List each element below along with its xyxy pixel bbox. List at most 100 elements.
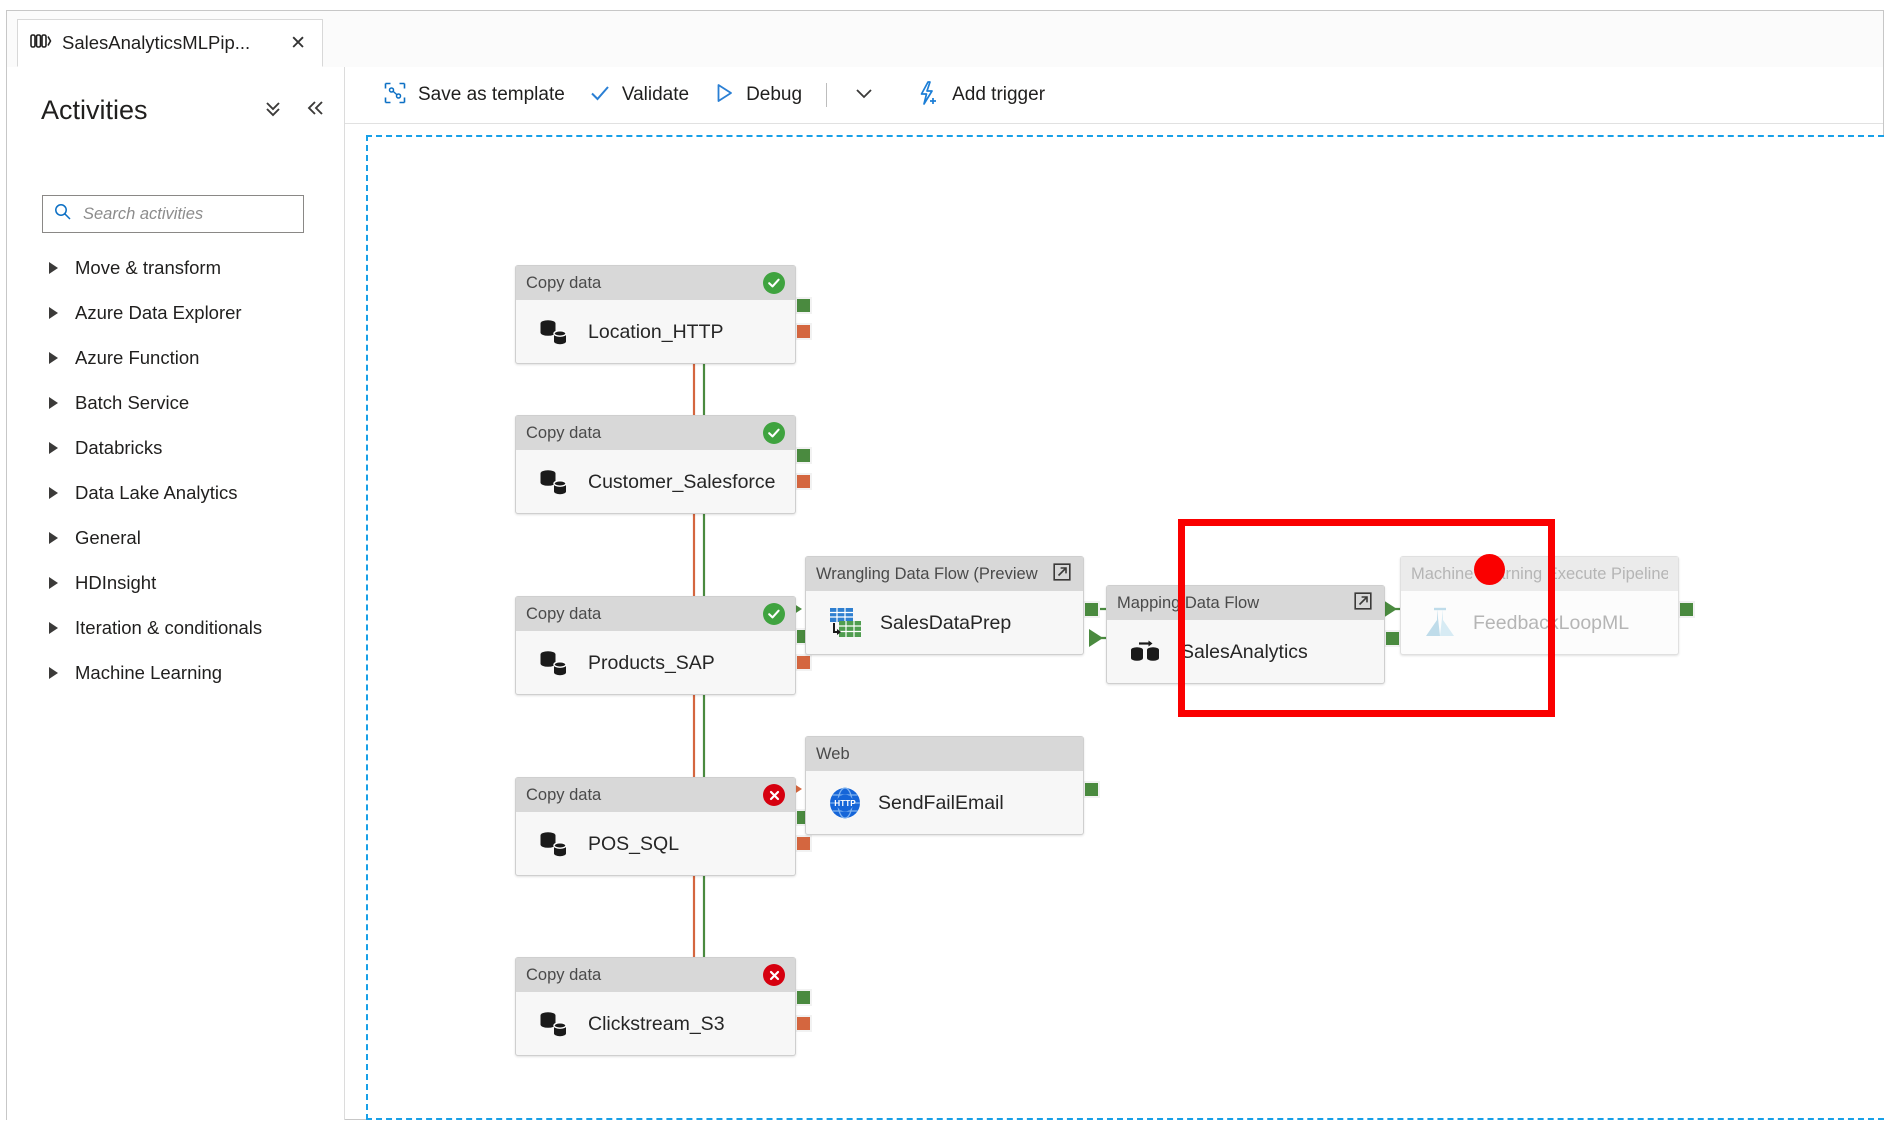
node-type-label: Mapping Data Flow bbox=[1117, 593, 1260, 612]
tab-pipeline[interactable]: SalesAnalyticsMLPip... ✕ bbox=[17, 19, 323, 67]
sidebar-item-data-lake-analytics[interactable]: Data Lake Analytics bbox=[7, 470, 345, 515]
save-as-template-icon bbox=[383, 81, 407, 110]
node-port-red-location-http[interactable] bbox=[795, 323, 812, 340]
play-triangle-icon bbox=[713, 82, 735, 109]
search-input[interactable] bbox=[81, 203, 293, 225]
close-icon[interactable]: ✕ bbox=[290, 32, 306, 54]
debug-dropdown-button[interactable] bbox=[839, 76, 889, 115]
sidebar-item-machine-learning[interactable]: Machine Learning bbox=[7, 650, 345, 695]
node-header: Copy data bbox=[516, 416, 795, 450]
double-chevron-down-icon[interactable] bbox=[262, 97, 284, 124]
sidebar-item-label: Batch Service bbox=[75, 391, 190, 413]
validate-button[interactable]: Validate bbox=[577, 76, 701, 115]
node-port-green-send-fail-email[interactable] bbox=[1083, 781, 1100, 798]
search-input-wrapper[interactable] bbox=[42, 195, 304, 233]
node-name-label: SalesDataPrep bbox=[880, 611, 1012, 634]
sidebar-item-label: Azure Function bbox=[75, 346, 200, 368]
node-type-label: Copy data bbox=[526, 604, 602, 623]
node-port-green-location-http[interactable] bbox=[795, 297, 812, 314]
debug-label: Debug bbox=[746, 84, 803, 105]
sidebar-item-databricks[interactable]: Databricks bbox=[7, 425, 345, 470]
node-body: Location_HTTP bbox=[516, 300, 795, 364]
chevron-right-icon bbox=[49, 486, 58, 499]
tab-strip: SalesAnalyticsMLPip... ✕ bbox=[7, 11, 1883, 68]
node-port-red-customer-salesforce[interactable] bbox=[795, 473, 812, 490]
node-name-label: Clickstream_S3 bbox=[588, 1012, 725, 1035]
node-name-label: SendFailEmail bbox=[878, 791, 1004, 814]
node-port-green-clickstream-s3[interactable] bbox=[795, 989, 812, 1006]
red-x-badge bbox=[763, 784, 785, 806]
pipeline-icon bbox=[30, 32, 52, 55]
http-globe-icon: HTTP bbox=[830, 787, 860, 819]
sidebar-item-label: General bbox=[75, 526, 141, 548]
node-port-red-clickstream-s3[interactable] bbox=[795, 1015, 812, 1032]
node-port-green-sales-data-prep[interactable] bbox=[1083, 601, 1100, 618]
node-header: Copy data bbox=[516, 266, 795, 300]
node-body: HTTP SendFailEmail bbox=[806, 771, 1083, 835]
copy-data-icon bbox=[540, 469, 567, 494]
save-as-template-button[interactable]: Save as template bbox=[371, 75, 577, 116]
node-type-label: Copy data bbox=[526, 273, 602, 292]
node-body: FeedbackLoopML bbox=[1401, 591, 1678, 655]
node-body: Clickstream_S3 bbox=[516, 992, 795, 1056]
node-header: Machine Learning Execute Pipeline bbox=[1401, 557, 1678, 591]
node-type-label: Copy data bbox=[526, 965, 602, 984]
sidebar-item-hdinsight[interactable]: HDInsight bbox=[7, 560, 345, 605]
node-name-label: Products_SAP bbox=[588, 651, 715, 674]
open-in-new-icon[interactable] bbox=[1051, 561, 1073, 588]
node-port-red-products-sap[interactable] bbox=[795, 654, 812, 671]
search-icon bbox=[53, 202, 72, 226]
node-port-green-feedback-loop-ml[interactable] bbox=[1678, 601, 1695, 618]
chevron-right-icon bbox=[49, 351, 58, 364]
node-type-label: Wrangling Data Flow (Preview bbox=[816, 564, 1038, 583]
svg-text:HTTP: HTTP bbox=[834, 799, 856, 808]
chevron-right-icon bbox=[49, 441, 58, 454]
green-check-badge bbox=[763, 603, 785, 625]
sidebar-item-move-transform[interactable]: Move & transform bbox=[7, 245, 345, 290]
pipeline-toolbar: Save as template Validate Debug bbox=[345, 67, 1883, 124]
node-name-label: Customer_Salesforce bbox=[588, 470, 776, 493]
node-body: SalesDataPrep bbox=[806, 591, 1083, 655]
double-chevron-left-icon[interactable] bbox=[304, 97, 326, 124]
red-x-badge bbox=[763, 964, 785, 986]
sidebar-item-general[interactable]: General bbox=[7, 515, 345, 560]
sidebar-item-iteration-conditionals[interactable]: Iteration & conditionals bbox=[7, 605, 345, 650]
chevron-down-icon bbox=[853, 88, 875, 108]
machine-learning-icon bbox=[1426, 607, 1454, 636]
page-title: Activities bbox=[41, 95, 148, 125]
copy-data-icon bbox=[540, 650, 567, 675]
chevron-right-icon bbox=[49, 396, 58, 409]
node-port-green-customer-salesforce[interactable] bbox=[795, 447, 812, 464]
node-port-red-pos-sql[interactable] bbox=[795, 835, 812, 852]
sidebar-item-azure-function[interactable]: Azure Function bbox=[7, 335, 345, 380]
node-body: POS_SQL bbox=[516, 812, 795, 876]
sidebar-item-azure-data-explorer[interactable]: Azure Data Explorer bbox=[7, 290, 345, 335]
activities-panel: Activities bbox=[7, 67, 345, 1120]
node-type-label: Web bbox=[816, 744, 850, 763]
node-port-green-sales-analytics[interactable] bbox=[1384, 630, 1401, 647]
chevron-right-icon bbox=[49, 666, 58, 679]
validate-label: Validate bbox=[621, 84, 690, 105]
add-trigger-button[interactable]: Add trigger bbox=[903, 74, 1057, 117]
tab-title: SalesAnalyticsMLPip... bbox=[62, 32, 251, 53]
copy-data-icon bbox=[540, 319, 567, 344]
node-name-label: SalesAnalytics bbox=[1181, 640, 1308, 663]
sidebar-item-batch-service[interactable]: Batch Service bbox=[7, 380, 345, 425]
chevron-right-icon bbox=[49, 261, 58, 274]
sidebar-item-label: Databricks bbox=[75, 436, 163, 458]
node-body: Products_SAP bbox=[516, 631, 795, 695]
open-in-new-icon[interactable] bbox=[1352, 590, 1374, 617]
debug-button[interactable]: Debug bbox=[701, 76, 814, 115]
toolbar-divider bbox=[826, 83, 828, 107]
